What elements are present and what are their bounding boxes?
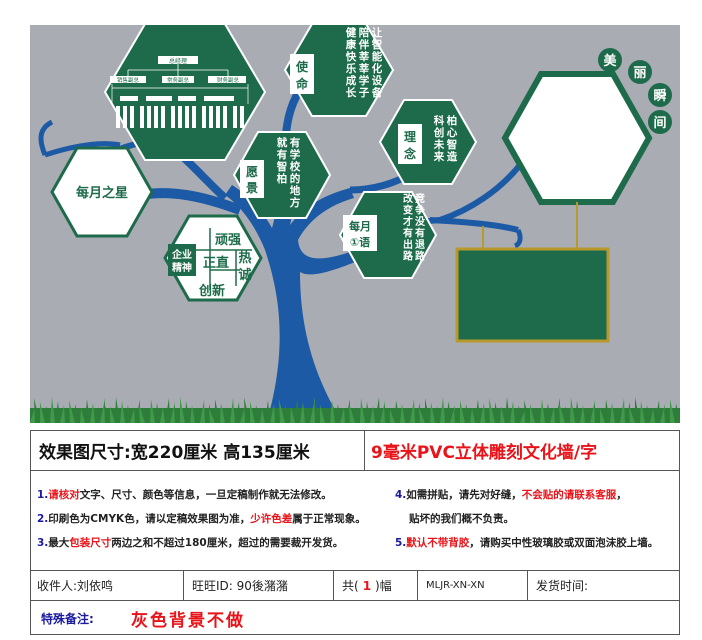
concept-title-box: [398, 124, 422, 164]
vision-text-line-1: 有学校的地方: [290, 136, 301, 209]
spec-row-info: 收件人:刘依鸣 旺旺ID: 90後潴潴 共(1)幅 MLJR-XN-XN 发货时…: [31, 571, 679, 601]
values-bottom: 创新: [198, 283, 225, 299]
values-left-box: [168, 244, 196, 276]
note-3: 3.最大包装尺寸两边之和不超过180厘米，超过的需要裁开发货。: [37, 537, 344, 549]
note-4: 4.如需拼贴，请先对好缝，不会贴的请联系客服，: [395, 489, 627, 501]
values-middle: 正直: [203, 255, 229, 271]
total-count: 共(1)幅: [333, 571, 417, 600]
values-hexagon: 企业 精神 顽强 正直 热 诚 创新: [163, 214, 263, 302]
concept-title-1: 理: [404, 130, 416, 144]
motto-title-2: ①语: [350, 235, 370, 249]
vision-title-2: 景: [246, 181, 258, 195]
mission-text-line-1: 让智能化设备: [371, 26, 383, 99]
mission-text-line-3: 健康快乐成长: [345, 26, 357, 99]
vision-title-box: [240, 160, 264, 198]
beauty-char-3: 瞬: [653, 88, 666, 104]
motto-text-line-2: 改变才有出路: [403, 192, 414, 263]
values-right-2: 诚: [238, 267, 251, 283]
org-mid-label-1: 销售副总: [117, 76, 140, 84]
values-left-1: 企业: [171, 248, 192, 261]
values-top: 顽强: [215, 233, 241, 248]
vision-title-1: 愿: [246, 165, 258, 179]
mission-title-2: 命: [295, 76, 309, 91]
concept-text-line-1: 柏心智造: [446, 114, 458, 163]
product-label: 9毫米PVC立体雕刻文化墙/字: [364, 431, 681, 470]
org-mid-label-3: 财务副总: [217, 76, 240, 84]
grass: [30, 397, 680, 423]
special-value: 灰色背景不做: [131, 611, 245, 631]
hanging-board: [455, 202, 610, 343]
mission-title-1: 使: [295, 59, 309, 74]
mission-text-line-2: 陪伴莘莘学子: [358, 26, 370, 99]
spec-row-notes: 1.请核对文字、尺寸、颜色等信息，一旦定稿制作就无法修改。 2.印刷色为CMYK…: [31, 471, 679, 571]
spec-table: 效果图尺寸:宽220厘米 高135厘米 9毫米PVC立体雕刻文化墙/字 1.请核…: [30, 430, 680, 635]
beauty-moments-hexagon: 美 丽 瞬 间: [501, 48, 672, 205]
beauty-char-1: 美: [603, 53, 617, 69]
vision-text-line-2: 就有智柏: [276, 136, 288, 185]
motto-text-line-1: 竞争没有退路: [414, 192, 426, 263]
spec-row-title: 效果图尺寸:宽220厘米 高135厘米 9毫米PVC立体雕刻文化墙/字: [31, 431, 679, 471]
concept-text-line-2: 科创未来: [433, 114, 445, 163]
size-label: 效果图尺寸:宽220厘米 高135厘米: [39, 443, 310, 463]
design-preview: 总经理 销售副总 常务副总 财务副总: [30, 23, 680, 423]
recipient: 收件人:刘依鸣: [37, 579, 114, 593]
star-of-month-label: 每月之星: [76, 185, 128, 201]
wangwang-id: 旺旺ID: 90後潴潴: [183, 571, 333, 600]
concept-title-2: 念: [404, 146, 416, 161]
note-5: 5.默认不带背胶，请购买中性玻璃胶或双面泡沫胶上墙。: [395, 537, 659, 549]
note-2: 2.印刷色为CMYK色，请以定稿效果图为准，少许色差属于正常现象。: [37, 513, 366, 525]
mission-title-box: [290, 54, 314, 94]
note-4-cont: 贴坏的我们概不负责。: [409, 513, 514, 525]
note-1: 1.请核对文字、尺寸、颜色等信息，一旦定稿制作就无法修改。: [37, 489, 332, 501]
star-of-month-hexagon: 每月之星: [50, 146, 154, 238]
values-right-1: 热: [238, 250, 251, 266]
spec-row-special: 特殊备注: 灰色背景不做: [31, 601, 679, 636]
org-mid-label-2: 常务副总: [167, 76, 190, 84]
motto-title-1: 每月: [349, 219, 371, 233]
ship-time: 发货时间:: [527, 571, 681, 600]
org-top-label: 总经理: [169, 57, 187, 65]
org-top-box: [158, 56, 198, 64]
motto-title-box: [343, 215, 377, 251]
beauty-char-2: 丽: [633, 66, 646, 81]
product-code: MLJR-XN-XN: [417, 571, 527, 600]
beauty-char-4: 间: [653, 115, 666, 131]
org-chart-hexagon: 总经理 销售副总 常务副总 财务副总: [103, 23, 267, 161]
values-left-2: 精神: [172, 261, 192, 274]
special-label: 特殊备注:: [41, 612, 94, 626]
